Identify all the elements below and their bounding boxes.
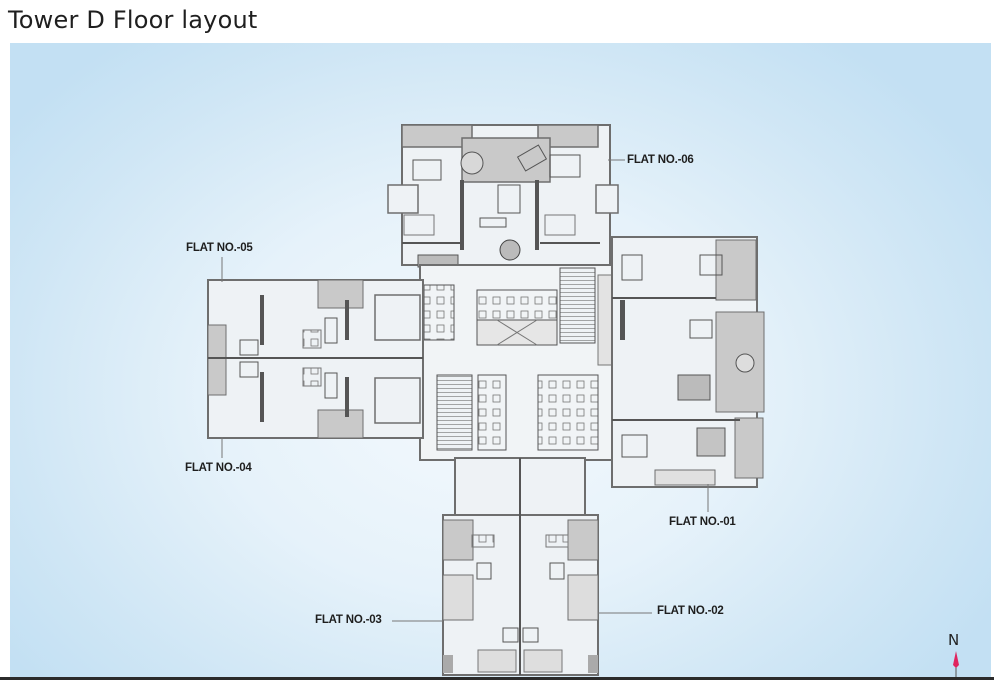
north-arrow-icon <box>953 651 959 678</box>
flat-06-plan <box>387 124 619 268</box>
flat-01-plan <box>611 236 765 488</box>
leader-lines <box>221 159 709 622</box>
page-title: Tower D Floor layout <box>8 6 258 34</box>
central-core <box>419 264 616 461</box>
flat-05-label: FLAT NO.-05 <box>186 242 253 254</box>
north-letter: N <box>948 631 960 649</box>
flat-03-label: FLAT NO.-03 <box>315 614 382 626</box>
flat-03-02-plan <box>442 457 599 676</box>
flat-05-04-plan <box>207 279 424 439</box>
bottom-divider <box>0 677 994 680</box>
flat-02-label: FLAT NO.-02 <box>657 605 724 617</box>
flat-01-label: FLAT NO.-01 <box>669 516 736 528</box>
flat-06-label: FLAT NO.-06 <box>627 154 694 166</box>
flat-04-label: FLAT NO.-04 <box>185 462 252 474</box>
